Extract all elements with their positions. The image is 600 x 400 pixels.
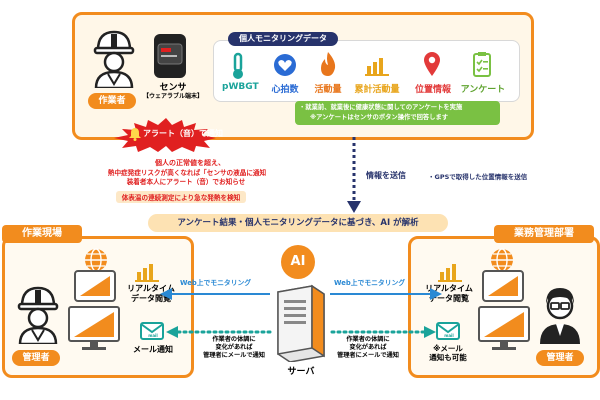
metric-label-cumulative-activity: 累計活動量 [354,85,400,95]
realtime-chart-right-icon [438,264,462,282]
thermometer-icon [233,52,243,79]
location-pin-icon [424,52,440,76]
tablet-left-icon [74,270,116,302]
survey-note-line-1: ・就業前、就業後に健康状態に関してのアンケートを実施 [299,104,463,111]
web-right-label: Web上でモニタリング [334,279,406,287]
mail-left-icon [140,322,164,340]
metric-label-survey: アンケート [460,85,506,95]
wearable-sensor-icon [154,34,186,78]
metric-label-heart-rate: 心拍数 [271,85,299,95]
flame-icon [321,52,336,76]
realtime-left-label: リアルタイム データ閲覧 [127,284,175,303]
sensor-sublabel: 【ウェアラブル端末】 [142,93,203,100]
mail-notice-right: ※メール 通知も可能 [429,344,467,362]
send-info-arrow [347,137,361,213]
worker-icon [93,30,135,88]
alert-starburst [114,118,216,152]
survey-note-box [295,101,500,125]
mail-right-icon [436,322,460,340]
server-icon [277,284,325,362]
alert-text-4: 体表温の連続測定により急な発熱を検知 [116,191,246,203]
web-arrow-right [330,288,442,300]
globe-icon [85,248,107,272]
change-left-note: 作業者の体調に 変化があれば 管理者にメールで通知 [203,336,265,359]
globe-right-icon [491,248,513,272]
tablet-right-icon [482,270,524,302]
worker-label: 作業者 [88,93,136,109]
alert-text-2: 熱中症発症リスクが高くなれば「センサの液晶に通知 [107,169,267,177]
analysis-banner: アンケート結果・個人モニタリングデータに基づき、AI が解析 [148,214,448,232]
mail-right-icon-text: mail [444,333,454,338]
metric-label-location: 位置情報 [414,85,451,95]
ai-badge: AI [281,245,315,279]
survey-note-line-2: ※アンケートはセンサのボタン操作で回答します [310,114,449,121]
server-label: サーバ [287,367,315,377]
realtime-right-label: リアルタイム データ閲覧 [425,284,473,303]
monitor-left-icon [68,306,120,350]
realtime-chart-left-icon [135,264,159,282]
worksite-title: 作業現場 [2,225,82,243]
manager-left-icon [17,286,59,344]
mail-notice-left: メール通知 [133,345,173,354]
gps-note: ・GPSで取得した位置情報を送信 [428,173,528,181]
manager-right-label: 管理者 [536,350,584,366]
notify-arrow-left [166,326,272,338]
bar-chart-icon [365,58,389,76]
office-title: 業務管理部署 [494,225,594,243]
monitoring-box [213,40,520,102]
web-left-label: Web上でモニタリング [180,279,252,287]
heart-icon [274,54,296,76]
notify-arrow-right [330,326,436,338]
metric-label-pwbgt: pWBGT [222,82,259,92]
manager-right-icon [540,288,580,344]
manager-left-label: 管理者 [12,350,60,366]
web-arrow-left [160,288,270,300]
change-right-note: 作業者の体調に 変化があれば 管理者にメールで通知 [337,336,399,359]
alert-label: アラート（音）で通知 [143,129,223,138]
monitoring-title: 個人モニタリングデータ [228,32,338,46]
metric-label-activity: 活動量 [314,85,342,95]
alert-text-1: 個人の正常値を超え、 [155,159,225,167]
sensor-label: センサ [159,83,187,93]
monitor-right-icon [478,306,530,350]
send-info-label: 情報を送信 [366,171,406,180]
alarm-bell-icon [129,128,141,141]
clipboard-icon [473,52,491,77]
alert-text-3: 装着者本人にアラート（音）でお知らせ [126,178,246,186]
mail-left-icon-text: mail [148,333,158,338]
